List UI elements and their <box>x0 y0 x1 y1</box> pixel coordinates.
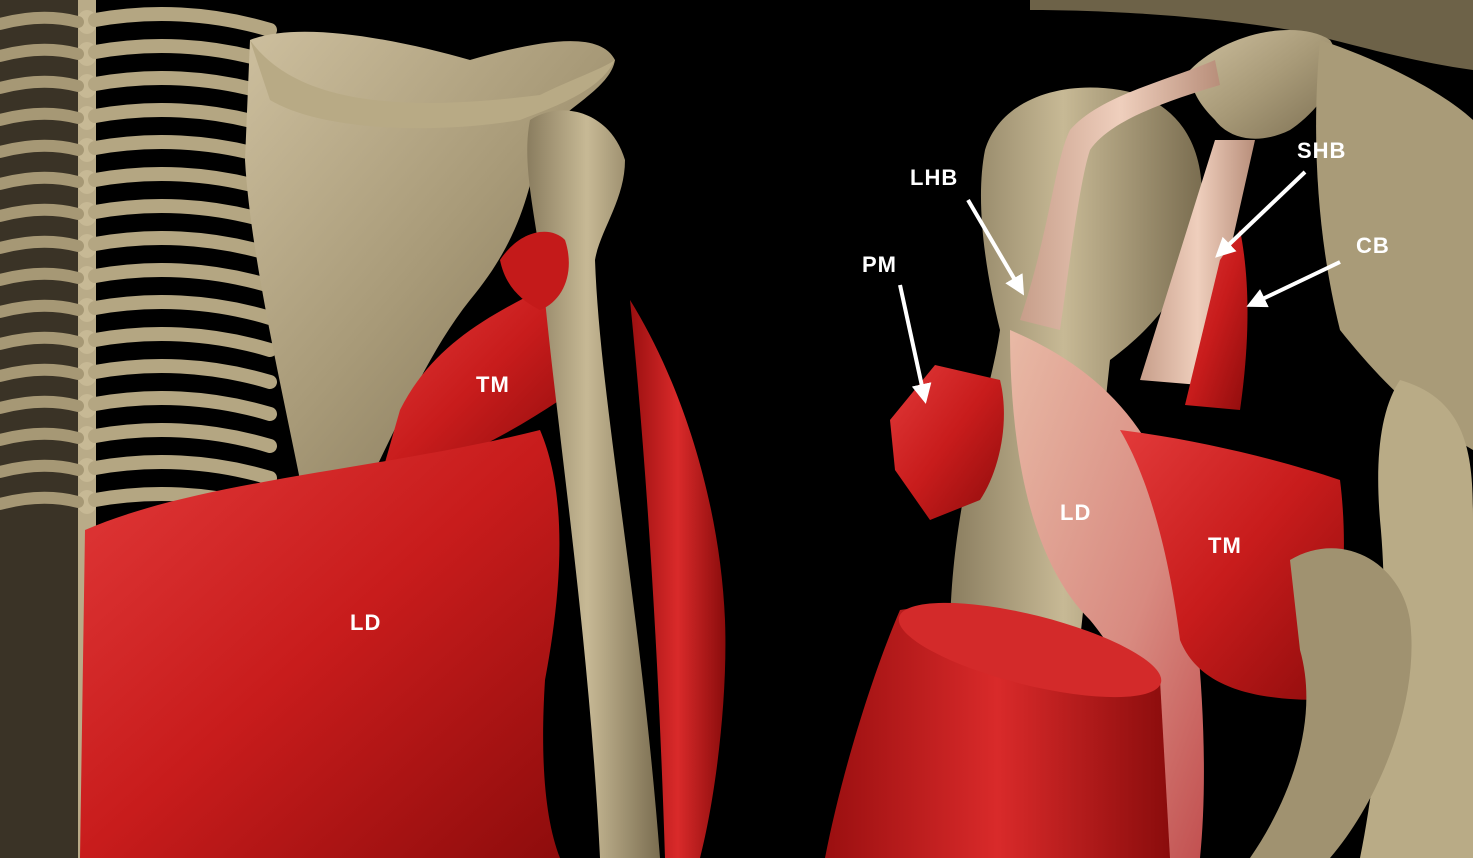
rib <box>95 110 270 126</box>
rib <box>0 466 78 472</box>
rib <box>0 82 78 88</box>
rib <box>95 366 270 382</box>
rib <box>95 238 270 254</box>
rib <box>0 242 78 248</box>
rib <box>95 206 270 222</box>
rib <box>0 370 78 376</box>
rib <box>0 402 78 408</box>
left-view: TM LD <box>0 0 725 858</box>
rib <box>95 398 270 414</box>
rib <box>0 210 78 216</box>
right-view: LHB PM SHB CB LD TM <box>825 0 1473 858</box>
rib <box>0 18 78 24</box>
label-ld-right: LD <box>1060 500 1091 525</box>
rib <box>95 174 270 190</box>
rib <box>95 270 270 286</box>
label-pm: PM <box>862 252 897 277</box>
label-shb: SHB <box>1297 138 1346 163</box>
rib <box>0 306 78 312</box>
arrow-cb <box>1250 262 1340 305</box>
rib <box>0 338 78 344</box>
rib <box>95 302 270 318</box>
rib <box>0 498 78 504</box>
label-cb: CB <box>1356 233 1390 258</box>
rib <box>95 142 270 158</box>
label-tm-left: TM <box>476 372 510 397</box>
rib <box>0 50 78 56</box>
rib <box>95 334 270 350</box>
rib <box>95 14 270 30</box>
label-lhb: LHB <box>910 165 958 190</box>
rib <box>0 114 78 120</box>
scapula-right <box>1316 40 1473 450</box>
rib <box>0 434 78 440</box>
rib <box>95 462 270 478</box>
arrow-pm <box>900 285 925 400</box>
rib <box>0 274 78 280</box>
label-ld-left: LD <box>350 610 381 635</box>
rib <box>95 430 270 446</box>
rib <box>0 146 78 152</box>
label-tm-right: TM <box>1208 533 1242 558</box>
rib <box>0 178 78 184</box>
rib <box>95 46 270 62</box>
rib <box>95 78 270 94</box>
